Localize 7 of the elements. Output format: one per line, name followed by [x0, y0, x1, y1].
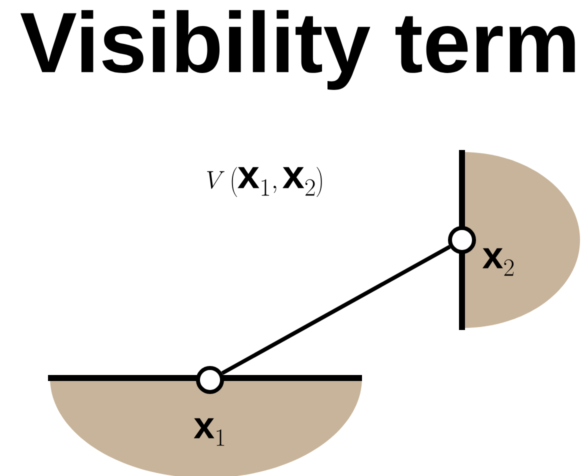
point-label: $\mathbf{x}_2$ [482, 248, 514, 276]
point-marker [196, 366, 224, 394]
point-marker [448, 226, 476, 254]
connecting-line [221, 245, 451, 375]
point-label: $\mathbf{x}_1$ [194, 418, 224, 446]
title: Visibility term [20, 10, 575, 90]
formula: $V\left(\mathbf{x}_1, \mathbf{x}_2\right)$ [207, 167, 322, 197]
